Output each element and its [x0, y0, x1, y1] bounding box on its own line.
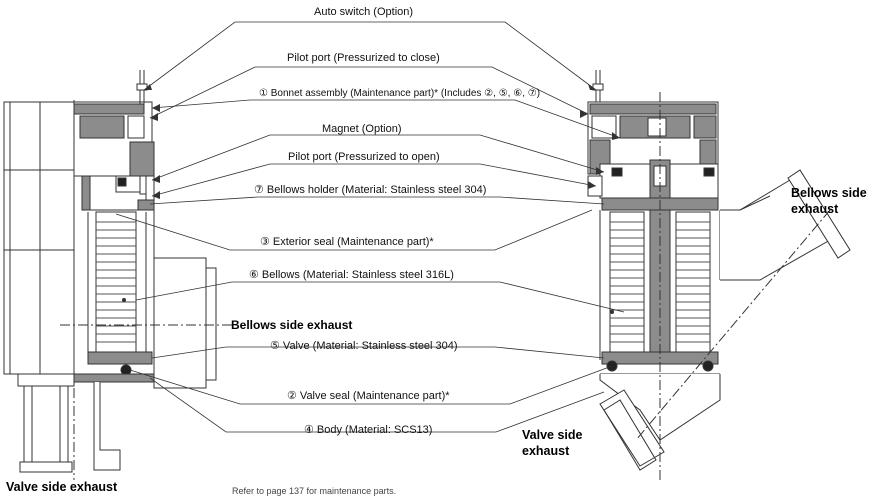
label-bellows-side-exhaust-right-line1: Bellows side: [791, 186, 867, 200]
footnote: Refer to page 137 for maintenance parts.: [232, 486, 397, 496]
left-valve-drawing: [3, 70, 240, 480]
label-valve-side-exhaust-right-line1: Valve side: [522, 428, 583, 442]
label-pilot-port-close: Pilot port (Pressurized to close): [287, 52, 440, 64]
label-auto-switch: Auto switch (Option): [314, 6, 414, 18]
label-body: ④ Body (Material: SCS13): [304, 424, 433, 436]
label-bonnet-assembly: ① Bonnet assembly (Maintenance part)* (I…: [259, 88, 541, 99]
left-bellows: [95, 211, 137, 353]
label-valve-seal: ② Valve seal (Maintenance part)*: [287, 390, 450, 402]
label-pilot-port-open: Pilot port (Pressurized to open): [288, 151, 440, 163]
label-valve-side-exhaust-right-line2: exhaust: [522, 444, 570, 458]
right-valve-drawing: [587, 70, 851, 480]
leader-arrowheads: [122, 84, 620, 314]
label-bellows-side-exhaust-right-line2: exhaust: [791, 202, 839, 216]
label-bellows-side-exhaust-center: Bellows side exhaust: [231, 318, 353, 332]
label-exterior-seal: ③ Exterior seal (Maintenance part)*: [260, 236, 434, 248]
label-valve-side-exhaust-left: Valve side exhaust: [6, 480, 118, 494]
label-bellows: ⑥ Bellows (Material: Stainless steel 316…: [249, 269, 454, 281]
label-bellows-holder: ⑦ Bellows holder (Material: Stainless st…: [254, 184, 487, 196]
leader-lines: [115, 21, 625, 433]
label-valve: ⑤ Valve (Material: Stainless steel 304): [270, 340, 458, 352]
label-magnet: Magnet (Option): [322, 123, 402, 135]
